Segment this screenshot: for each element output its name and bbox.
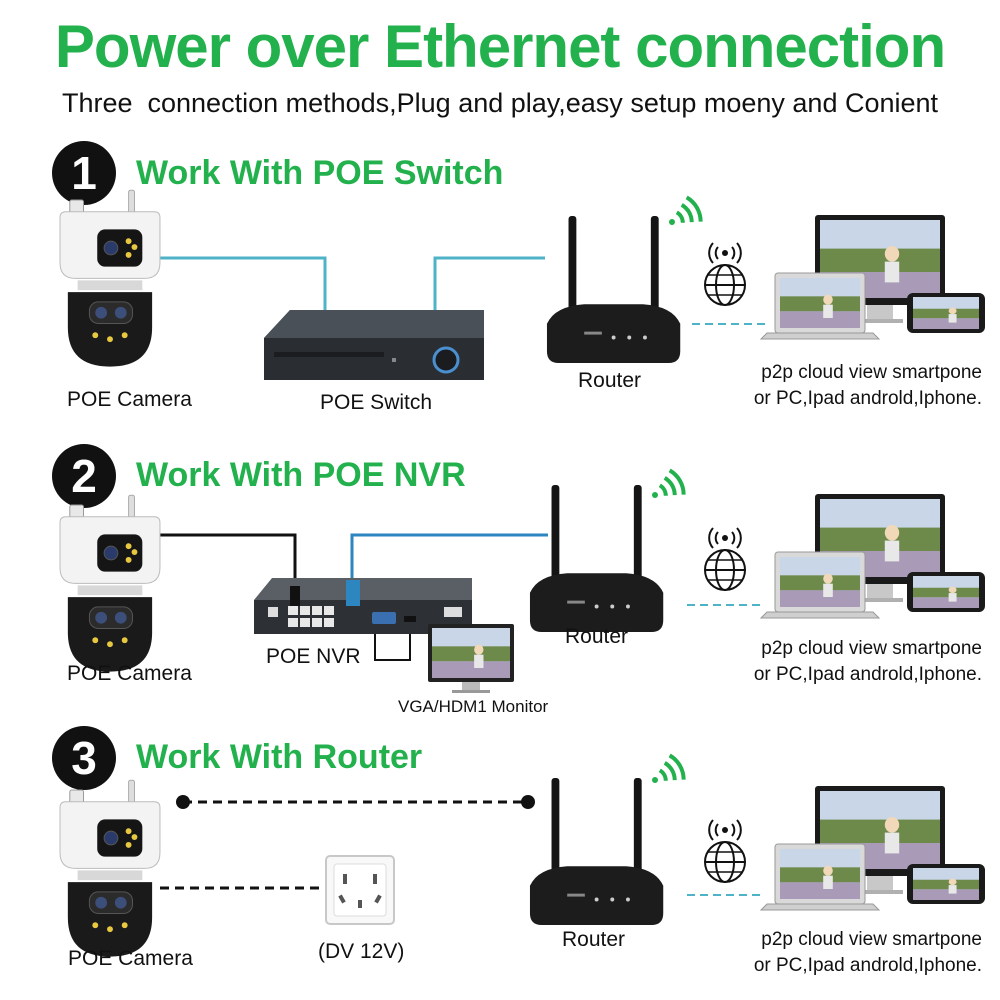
cloud-text-1: p2p cloud view smartpone or PC,Ipad andr…	[753, 362, 982, 409]
devices-icon	[761, 786, 985, 910]
power-outlet-icon	[325, 855, 395, 925]
switch-label: POE Switch	[320, 391, 433, 414]
monitor-label: VGA/HDM1 Monitor	[398, 697, 549, 716]
page-subtitle: Three connection methods,Plug and play,e…	[61, 88, 939, 118]
section-title-3: Work With Router	[136, 738, 423, 776]
step-number-2: 2	[52, 444, 116, 508]
nvr-label: POE NVR	[266, 645, 361, 668]
nvr-icon	[254, 578, 472, 634]
camera-label-1: POE Camera	[67, 388, 192, 411]
section-title-2: Work With POE NVR	[136, 456, 466, 494]
step-number-1: 1	[52, 141, 116, 205]
router-label-1: Router	[578, 369, 642, 392]
router-icon	[529, 778, 664, 925]
section-title-1: Work With POE Switch	[136, 154, 504, 192]
camera-icon	[59, 779, 161, 958]
step-number-3: 3	[52, 726, 116, 790]
router-label-2: Router	[565, 625, 629, 648]
wifi-signal-icon	[650, 751, 689, 785]
camera-label-3: POE Camera	[68, 947, 193, 970]
globe-icon	[704, 819, 746, 883]
monitor-icon	[428, 624, 514, 693]
cloud-text-3: p2p cloud view smartpone or PC,Ipad andr…	[753, 929, 982, 976]
cloud-text-2: p2p cloud view smartpone or PC,Ipad andr…	[753, 638, 982, 685]
router-label-3: Router	[562, 928, 626, 951]
power-label: (DV 12V)	[318, 940, 405, 963]
camera-label-2: POE Camera	[67, 662, 192, 685]
page-title: Power over Ethernet connection	[54, 13, 946, 80]
poe-switch-icon	[264, 310, 484, 380]
